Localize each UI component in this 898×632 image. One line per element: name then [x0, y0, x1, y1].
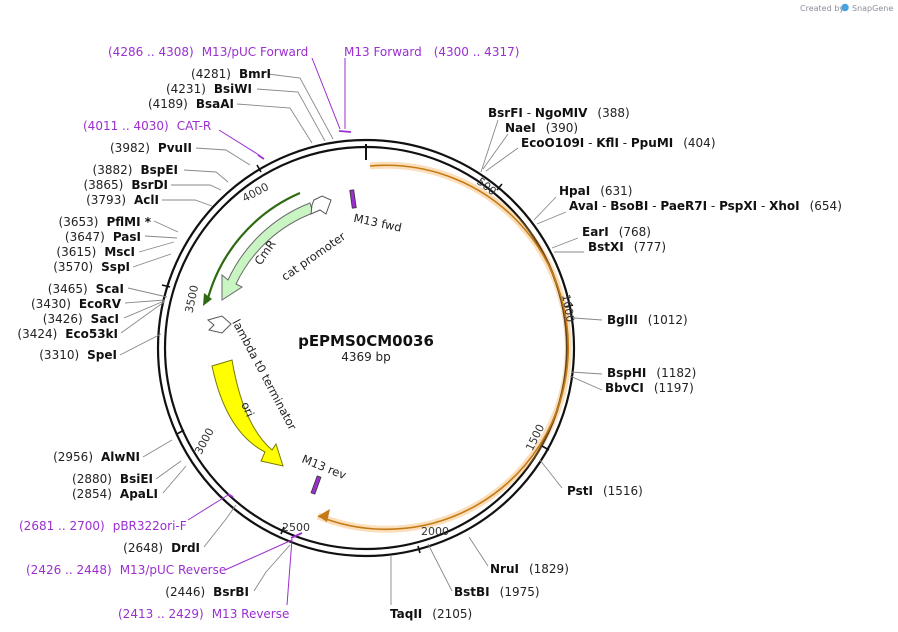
- site-label-bstbi: BstBI(1975): [454, 585, 540, 599]
- site-label-bspei: (3882)BspEI: [93, 163, 178, 177]
- m13-rev-marker[interactable]: [310, 475, 322, 495]
- tick-marks: [161, 164, 574, 554]
- site-label-psti: PstI(1516): [567, 484, 643, 498]
- site-label-alwni: (2956)AlwNI: [53, 450, 140, 464]
- site-label-eari: EarI(768): [582, 225, 651, 239]
- site-label-bglii: BglII(1012): [607, 313, 688, 327]
- primer-label-pbr322ori-f: (2681 .. 2700)pBR322ori-F: [19, 519, 187, 533]
- left-site-labels: (4281)BmrI (4231)BsiWI (4189)BsaAI (3982…: [17, 67, 271, 599]
- orange-feature-arrowhead: [318, 509, 330, 522]
- site-label-pvuii: (3982)PvuII: [110, 141, 192, 155]
- site-label-bsrdi: (3865)BsrDI: [83, 178, 168, 192]
- site-label-bstxi: BstXI(777): [588, 240, 666, 254]
- site-label-scai: (3465)ScaI: [48, 282, 124, 296]
- cat-promoter-label: cat promoter: [279, 229, 349, 284]
- plasmid-name: pEPMS0CM0036: [298, 332, 434, 350]
- site-label-sspi: (3570)SspI: [53, 260, 130, 274]
- site-label-bsrbi: (2446)BsrBI: [165, 585, 249, 599]
- leader-lines-left: [119, 73, 334, 592]
- site-label-avai-group: AvaI - BsoBI - PaeR7I - PspXI - XhoI(654…: [569, 199, 842, 213]
- site-label-pflmi: (3653)PflMI *: [59, 215, 152, 229]
- site-label-apali: (2854)ApaLI: [72, 487, 158, 501]
- primer-label-cat-r: (4011 .. 4030)CAT-R: [83, 119, 211, 133]
- m13-fwd-marker[interactable]: [349, 189, 357, 209]
- site-label-hpai: HpaI(631): [559, 184, 632, 198]
- site-label-naei: NaeI(390): [505, 121, 578, 135]
- plasmid-length: 4369 bp: [341, 350, 391, 364]
- lambda-terminator-feature[interactable]: [206, 315, 232, 334]
- site-label-bsiwi: (4231)BsiWI: [166, 82, 252, 96]
- ori-label: ori: [238, 400, 257, 419]
- tick-label-4000: 4000: [240, 180, 271, 205]
- site-label-nrui: NruI(1829): [490, 562, 569, 576]
- cmr-strand-arrowhead: [203, 293, 212, 306]
- site-label-bmri: (4281)BmrI: [191, 67, 271, 81]
- primer-label-m13-puc-forward: (4286 .. 4308)M13/pUC Forward: [108, 45, 308, 59]
- snapgene-brand: SnapGene: [852, 4, 893, 13]
- primer-markers: [227, 130, 352, 539]
- primer-label-m13-reverse: (2413 .. 2429)M13 Reverse: [118, 607, 289, 621]
- tick-label-2500: 2500: [282, 521, 310, 534]
- primer-leader-lines: [187, 57, 346, 606]
- primer-label-m13-puc-reverse: (2426 .. 2448)M13/pUC Reverse: [26, 563, 226, 577]
- cmr-feature[interactable]: [221, 202, 314, 301]
- cat-promoter-feature[interactable]: [310, 195, 332, 215]
- site-label-pasi: (3647)PasI: [65, 230, 141, 244]
- site-label-bsrfi-ngomiv: BsrFI - NgoMIV(388): [488, 106, 630, 120]
- leader-lines-right: [390, 119, 603, 605]
- site-label-bsiei: (2880)BsiEI: [72, 472, 153, 486]
- site-label-eco53ki: (3424)Eco53kI: [17, 327, 118, 341]
- m13-rev-label: M13 rev: [300, 452, 349, 482]
- site-label-saci: (3426)SacI: [43, 312, 119, 326]
- site-label-ecorv: (3430)EcoRV: [31, 297, 122, 311]
- tick-label-2000: 2000: [421, 525, 449, 538]
- snapgene-logo-icon: [841, 3, 849, 12]
- site-label-drdi: (2648)DrdI: [123, 541, 200, 555]
- tick-label-3500: 3500: [183, 284, 202, 314]
- site-label-bsaai: (4189)BsaAI: [148, 97, 234, 111]
- created-by-label: Created by: [800, 4, 844, 13]
- site-label-ecoo109i: EcoO109I - KflI - PpuMI(404): [521, 136, 716, 150]
- site-label-msci: (3615)MscI: [56, 245, 135, 259]
- site-label-spei: (3310)SpeI: [39, 348, 117, 362]
- cmr-strand-line: [205, 191, 301, 303]
- primer-label-m13-forward: M13 Forward(4300 .. 4317): [344, 45, 519, 59]
- orange-feature-arc[interactable]: [317, 164, 570, 531]
- site-label-bbvci: BbvCI(1197): [605, 381, 694, 395]
- tick-label-1000: 1000: [559, 293, 577, 323]
- site-label-acli: (3793)AclI: [86, 193, 159, 207]
- ori-feature[interactable]: [211, 359, 284, 467]
- m13-fwd-label: M13 fwd: [352, 211, 403, 235]
- backbone-outer: [156, 138, 576, 558]
- site-label-bsphi: BspHI(1182): [607, 366, 696, 380]
- tick-label-3000: 3000: [192, 426, 217, 457]
- site-label-taqii: TaqII(2105): [390, 607, 472, 621]
